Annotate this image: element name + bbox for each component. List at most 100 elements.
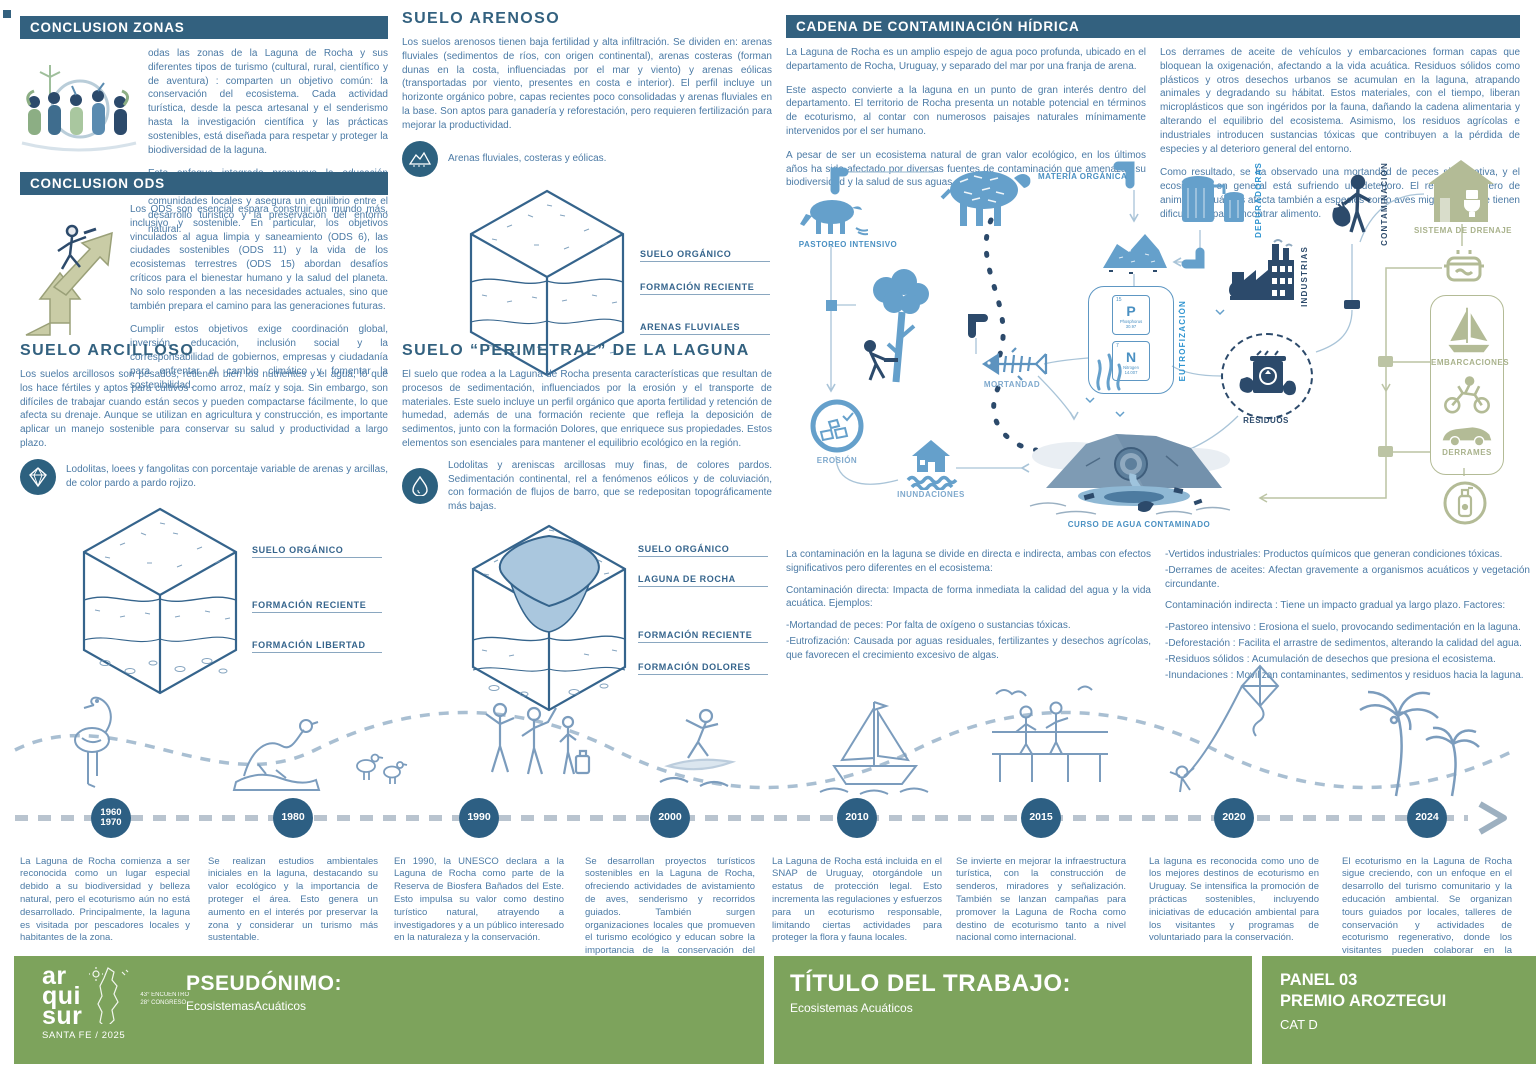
inundaciones-label: INUNDACIONES xyxy=(897,490,965,499)
suelo-arcilloso-note: Lodolitas, loees y fangolitas con porcen… xyxy=(66,463,388,489)
ods-paragraph-1: Los ODS son esencial espara construir un… xyxy=(130,204,388,312)
water-droplet-icon xyxy=(402,468,438,505)
timeline-entry-text: La Laguna de Rocha comienza a ser recono… xyxy=(20,855,190,944)
sailboat-icon xyxy=(1448,307,1490,353)
section-cadena-detalle: La contaminación en la laguna se divide … xyxy=(786,548,1530,684)
panel-number: PANEL 03 xyxy=(1280,971,1358,989)
erosion-icon xyxy=(809,398,865,454)
suelo-arenoso-diagram: SUELO ORGÁNICO FORMACIÓN RECIENTE ARENAS… xyxy=(402,187,772,392)
vehicles-box: EMBARCACIONES DERRAMES xyxy=(1430,295,1510,475)
section-cadena-contaminacion: CADENA DE CONTAMINACIÓN HÍDRICA La Lagun… xyxy=(786,15,1520,232)
surfer-illustration xyxy=(659,708,737,787)
growth-arrows-illustration xyxy=(25,224,113,336)
car-icon xyxy=(1442,427,1492,446)
logo-line: sur xyxy=(42,1002,83,1030)
eutrophication-box: 15 P Phosphorus 30.97 7 N Nitrogen 14.00… xyxy=(1088,286,1174,394)
suelo-arcilloso-diagram: SUELO ORGÁNICO FORMACIÓN RECIENTE FORMAC… xyxy=(20,505,388,705)
premio-name: PREMIO AROZTEGUI xyxy=(1280,991,1447,1010)
titulo-label: TÍTULO DEL TRABAJO: xyxy=(790,970,1072,997)
industrias-label: INDUSTRIAS xyxy=(1300,246,1309,307)
cadena-outro-right-column: -Vertidos industriales: Productos químic… xyxy=(1165,548,1530,684)
depuradoras-label: DEPURADORAS xyxy=(1254,162,1263,238)
timeline-axis xyxy=(15,801,1507,835)
section-suelo-arcilloso: SUELO ARCILLOSO Los suelos arcillosos so… xyxy=(20,342,388,705)
section-header-bar: CONCLUSION ODS xyxy=(20,172,388,195)
suelo-arenoso-note: Arenas fluviales, costeras y eólicas. xyxy=(448,152,607,164)
zonas-paragraph-1: odas las zonas de la Laguna de Rocha y s… xyxy=(148,48,388,156)
suelo-arcilloso-body: Los suelos arcillosos son pesados, retie… xyxy=(20,369,388,449)
materia-organica-label: MATERIA ORGÁNICA xyxy=(1038,172,1128,181)
santa-fe-map-doodle xyxy=(89,967,129,1024)
category-label: CAT D xyxy=(1280,1017,1318,1033)
soil-layer-label: FORMACIÓN RECIENTE xyxy=(640,282,770,295)
timeline-entry-text: La Laguna de Rocha está incluida en el S… xyxy=(772,855,942,944)
cadena-intro-paragraph: Este aspecto convierte a la laguna en un… xyxy=(786,84,1146,137)
timeline-year-marker: 1980 xyxy=(273,798,313,838)
waste-bin-circle xyxy=(1221,333,1313,419)
sandy-soil-cube-diagram xyxy=(469,189,625,376)
sand-dune-icon xyxy=(402,140,438,177)
section-suelo-perimetral: SUELO “PERIMETRAL” DE LA LAGUNA El suelo… xyxy=(402,342,772,722)
titulo-value: Ecosistemas Acuáticos xyxy=(790,1001,913,1015)
conclusion-ods-title: CONCLUSION ODS xyxy=(30,176,165,191)
recycle-bin-icon xyxy=(1239,350,1296,396)
logo-line: ar xyxy=(42,962,67,990)
flow-connectors xyxy=(826,161,1465,503)
septic-pot-icon xyxy=(1442,246,1486,288)
shorebirds-illustration xyxy=(356,753,408,784)
ods-paragraph-2: Cumplir estos objetivos exige coordinaci… xyxy=(130,324,388,391)
logo-event-line: 28° CONGRESO xyxy=(140,999,187,1006)
cadena-outro-item: -Deforestación : Facilita el arrastre de… xyxy=(1165,637,1522,649)
derrames-label: DERRAMES xyxy=(1442,448,1492,457)
section-suelo-arenoso: SUELO ARENOSO Los suelos arenosos tienen… xyxy=(402,10,772,392)
element-mass: 14.007 xyxy=(1124,370,1138,376)
section-conclusion-ods: CONCLUSION ODS Los ODS son esencial espa… xyxy=(20,172,388,402)
logo-place: SANTA FE / 2025 xyxy=(42,1030,126,1041)
cadena-outro-paragraph: Contaminación directa: Impacta de forma … xyxy=(786,584,1151,610)
section-header-bar: CADENA DE CONTAMINACIÓN HÍDRICA xyxy=(786,15,1520,38)
viewpoint-deck-illustration xyxy=(992,685,1108,782)
soil-layer-label: ARENAS FLUVIALES xyxy=(640,322,770,335)
mortandad-label: MORTANDAD xyxy=(983,380,1041,389)
element-symbol: N xyxy=(1125,349,1137,365)
timeline-wave-path xyxy=(14,710,1516,790)
sea-lion-illustration xyxy=(232,719,321,791)
deforestation-tree-icon xyxy=(856,268,936,388)
timeline-year-marker: 2010 xyxy=(837,798,877,838)
cadena-intro-paragraph: A pesar de ser un ecosistema natural de … xyxy=(786,149,1146,189)
cadena-outro-left-column: La contaminación en la laguna se divide … xyxy=(786,548,1151,684)
logo-line: qui xyxy=(42,982,81,1010)
animal-tracks-trail xyxy=(983,217,1039,453)
timeline-year-marker: 2024 xyxy=(1407,798,1447,838)
cow-organic-matter-icon xyxy=(934,158,1038,230)
cadena-outro-item: -Inundaciones : Movilizan contaminantes,… xyxy=(1165,669,1524,681)
suelo-perimetral-body: El suelo que rodea a la Laguna de Rocha … xyxy=(402,369,772,449)
littering-person-icon xyxy=(1326,174,1378,244)
cadena-outro-item: -Residuos sólidos : Acumulación de desec… xyxy=(1165,653,1496,665)
cadena-outro-paragraph: La contaminación en la laguna se divide … xyxy=(786,549,1151,574)
timeline-entry-text: La laguna es reconocida como uno de los … xyxy=(1149,855,1319,944)
timeline-entry-text: El ecoturismo en la Laguna de Rocha sigu… xyxy=(1342,855,1512,970)
suelo-perimetral-title: SUELO “PERIMETRAL” DE LA LAGUNA xyxy=(402,342,750,359)
soil-layer-label: SUELO ORGÁNICO xyxy=(252,545,382,558)
eutrofizacion-label: EUTROFIZACIÓN xyxy=(1178,300,1187,382)
element-number: 7 xyxy=(1116,343,1119,349)
factory-icon xyxy=(1220,238,1298,306)
arquisur-logo: ar qui sur 43° ENCUENTRO 28° CONGRESO SA… xyxy=(42,962,189,1042)
soil-layer-label: FORMACIÓN DOLORES xyxy=(638,662,768,675)
embarcaciones-label: EMBARCACIONES xyxy=(1431,358,1510,367)
timeline-year-marker: 1990 xyxy=(459,798,499,838)
residuos-label: RESIDUOS xyxy=(1243,416,1289,425)
timeline-entry-text: Se realizan estudios ambientales inicial… xyxy=(208,855,378,944)
footer-left-block: ar qui sur 43° ENCUENTRO 28° CONGRESO SA… xyxy=(14,956,764,1064)
clay-soil-cube-diagram xyxy=(82,507,238,695)
cadena-outro-item: -Eutrofización: Causada por aguas residu… xyxy=(786,635,1151,661)
soil-layer-label: FORMACIÓN RECIENTE xyxy=(252,600,382,613)
lagoon-soil-cube-diagram xyxy=(471,524,627,712)
drainage-house-icon xyxy=(1424,158,1498,224)
cadena-outro-item: -Derrames de aceites: Afectan gravemente… xyxy=(1165,564,1530,590)
flamingo-illustration xyxy=(74,696,112,788)
timeline-arrow-icon xyxy=(1478,801,1507,835)
cadena-title: CADENA DE CONTAMINACIÓN HÍDRICA xyxy=(796,19,1080,34)
